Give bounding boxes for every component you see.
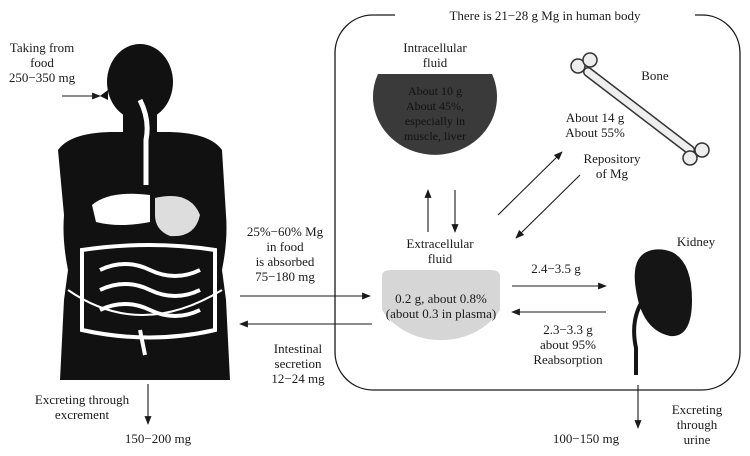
kidney-title: Kidney <box>677 234 716 249</box>
intake-amount: 250−350 mg <box>9 70 76 85</box>
repository-line2: of Mg <box>596 166 629 181</box>
intracellular-content2: About 45%, <box>406 99 464 113</box>
urine-line1: Excreting <box>672 402 723 417</box>
intake-line2: food <box>30 55 54 70</box>
excrement-line1: Excreting through <box>35 392 130 407</box>
intracellular-content4: muscle, liver <box>404 129 466 143</box>
extracellular-pool <box>382 270 500 341</box>
urine-line3: urine <box>684 432 711 447</box>
intracellular-content1: About 10 g <box>408 84 462 98</box>
secretion-amount: 12−24 mg <box>271 371 325 386</box>
absorption-line1: 25%−60% Mg <box>247 224 324 239</box>
filtration-amount: 2.4−3.5 g <box>531 261 581 276</box>
intake-line1: Taking from <box>10 40 74 55</box>
excrement-amount: 150−200 mg <box>125 431 192 446</box>
intracellular-content3: especially in <box>405 114 465 128</box>
bone-amount: About 14 g <box>566 110 625 125</box>
extra-to-bone-arrow <box>497 151 563 216</box>
title-backdrop <box>395 5 695 25</box>
bone-to-extra-arrow <box>515 174 581 239</box>
extracellular-title2: fluid <box>428 251 453 266</box>
repository-line1: Repository <box>583 151 641 166</box>
extracellular-content1: 0.2 g, about 0.8% <box>395 291 487 306</box>
reabsorption-percent: about 95% <box>540 337 596 352</box>
absorption-line2: in food <box>266 239 304 254</box>
intracellular-title1: Intracellular <box>403 40 467 55</box>
reabsorption-label: Reabsorption <box>533 352 603 367</box>
human-figure <box>58 44 230 380</box>
excrement-line2: excrement <box>55 407 110 422</box>
bone-title: Bone <box>641 68 669 83</box>
absorption-line3: is absorbed <box>256 254 315 269</box>
intracellular-pool <box>373 74 497 155</box>
extracellular-title1: Extracellular <box>406 236 474 251</box>
secretion-line2: secretion <box>275 356 322 371</box>
absorption-amount: 75−180 mg <box>255 269 315 284</box>
intracellular-title2: fluid <box>423 55 448 70</box>
secretion-line1: Intestinal <box>274 341 323 356</box>
extracellular-content2: (about 0.3 in plasma) <box>386 306 496 321</box>
kidney-icon <box>632 249 692 375</box>
urine-amount: 100−150 mg <box>553 431 620 446</box>
urine-line2: through <box>677 417 718 432</box>
bone-percent: About 55% <box>565 125 625 140</box>
body-total-title: There is 21−28 g Mg in human body <box>449 8 641 23</box>
reabsorption-amount: 2.3−3.3 g <box>543 322 593 337</box>
bone-icon <box>570 52 710 166</box>
